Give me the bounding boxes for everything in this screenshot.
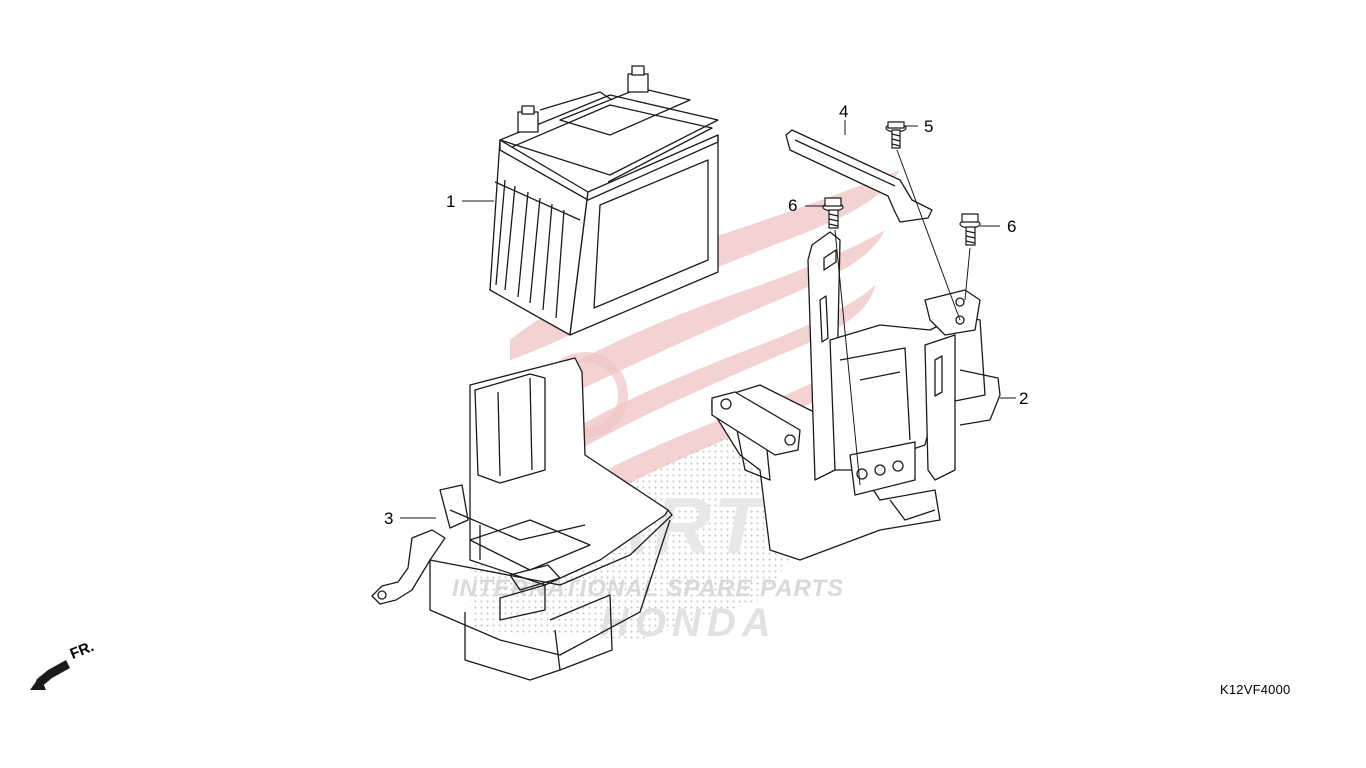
callout-1: 1 bbox=[446, 192, 456, 211]
callout-3: 3 bbox=[384, 509, 394, 528]
diagram-code: K12VF4000 bbox=[1220, 682, 1291, 697]
bolt-6b-drawing bbox=[959, 213, 981, 246]
callout-5: 5 bbox=[924, 117, 934, 136]
watermark-line2: HONDA bbox=[600, 601, 777, 645]
battery-drawing bbox=[489, 65, 719, 336]
callout-6b: 6 bbox=[1007, 217, 1017, 236]
bolt-5-drawing bbox=[885, 121, 907, 149]
battery-bracket-drawing bbox=[711, 231, 1001, 561]
watermark: PARTS INTERNATIONAL SPARE PARTS HONDA bbox=[452, 170, 900, 645]
callout-4: 4 bbox=[839, 102, 849, 121]
watermark-dot-field bbox=[470, 420, 840, 640]
bolt-6a-drawing bbox=[822, 197, 844, 229]
battery-case-drawing bbox=[371, 357, 673, 681]
leader-lines bbox=[400, 120, 1016, 519]
assembly-lines bbox=[834, 149, 971, 486]
battery-holder-drawing bbox=[785, 129, 933, 223]
front-arrow-icon bbox=[30, 660, 70, 690]
callout-6a: 6 bbox=[788, 196, 798, 215]
callout-2: 2 bbox=[1019, 389, 1029, 408]
